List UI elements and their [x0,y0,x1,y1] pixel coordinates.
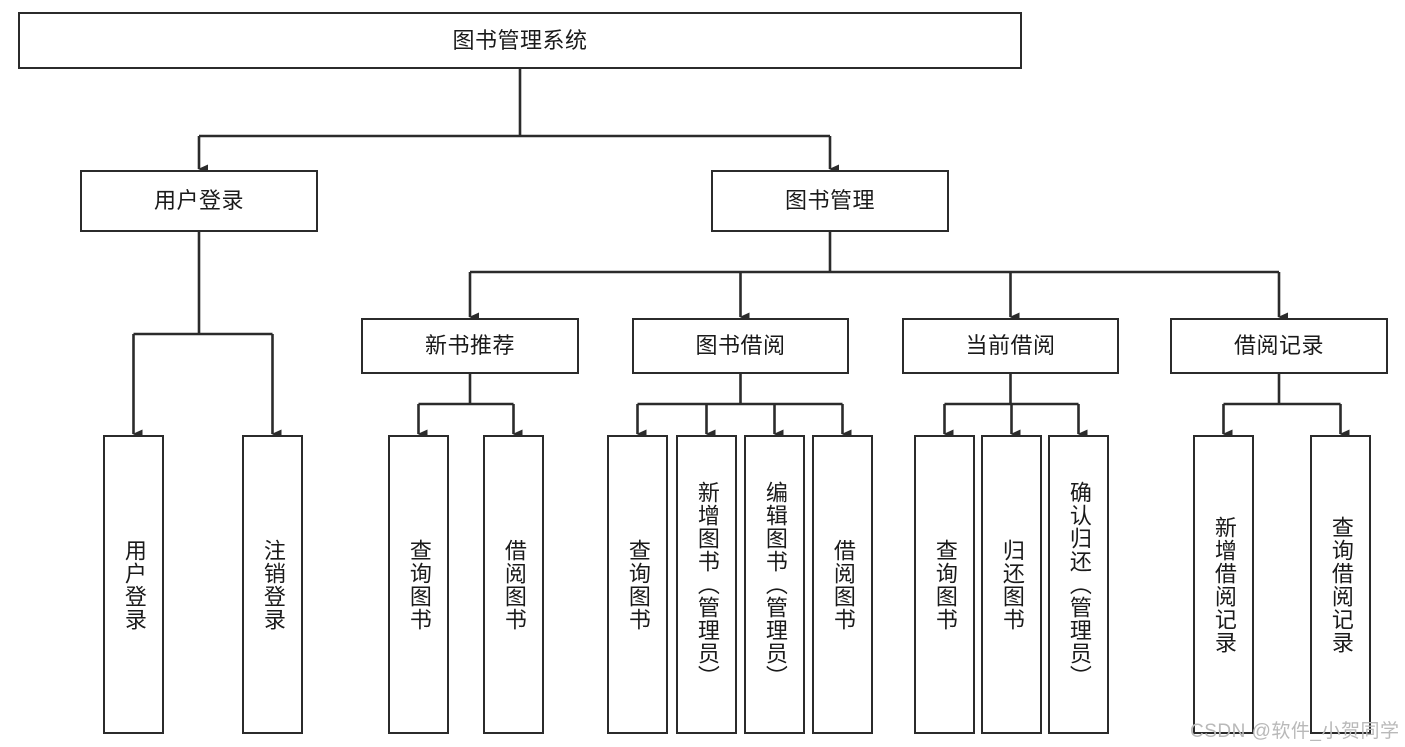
node-bookmgmt[interactable]: 图书管理 [711,170,949,232]
node-label: 归还图书 [999,538,1025,631]
node-label: 新增图书（管理员） [694,481,720,688]
node-label: 查询借阅记录 [1328,515,1354,654]
node-login[interactable]: 用户登录 [80,170,318,232]
node-leaf12[interactable]: 新增借阅记录 [1193,435,1254,734]
node-leaf8[interactable]: 借阅图书 [812,435,873,734]
node-leaf11[interactable]: 确认归还（管理员） [1048,435,1109,734]
node-leaf6[interactable]: 新增图书（管理员） [676,435,737,734]
node-label: 查询图书 [406,538,432,631]
node-label: 查询图书 [932,538,958,631]
node-label: 图书管理 [784,188,875,214]
node-leaf13[interactable]: 查询借阅记录 [1310,435,1371,734]
node-borrow[interactable]: 图书借阅 [632,318,849,374]
node-leaf1[interactable]: 用户登录 [103,435,164,734]
node-leaf9[interactable]: 查询图书 [914,435,975,734]
node-label: 借阅图书 [501,538,527,631]
node-label: 当前借阅 [965,333,1056,359]
node-label: 注销登录 [260,538,286,631]
node-label: 借阅图书 [830,538,856,631]
node-label: 新增借阅记录 [1211,515,1237,654]
node-root[interactable]: 图书管理系统 [18,12,1022,69]
node-leaf7[interactable]: 编辑图书（管理员） [744,435,805,734]
node-label: 图书管理系统 [452,27,588,53]
node-label: 查询图书 [625,538,651,631]
node-leaf10[interactable]: 归还图书 [981,435,1042,734]
node-newrec[interactable]: 新书推荐 [361,318,579,374]
node-records[interactable]: 借阅记录 [1170,318,1388,374]
node-label: 图书借阅 [695,333,786,359]
node-label: 用户登录 [153,188,244,214]
node-label: 用户登录 [121,538,147,631]
node-label: 借阅记录 [1233,333,1324,359]
node-leaf4[interactable]: 借阅图书 [483,435,544,734]
node-label: 编辑图书（管理员） [762,481,788,688]
connector-lines [132,69,1350,439]
node-label: 确认归还（管理员） [1066,481,1092,688]
node-label: 新书推荐 [424,333,515,359]
node-leaf2[interactable]: 注销登录 [242,435,303,734]
watermark: CSDN @软件_小贺同学 [1190,721,1400,742]
node-current[interactable]: 当前借阅 [902,318,1119,374]
node-leaf3[interactable]: 查询图书 [388,435,449,734]
node-leaf5[interactable]: 查询图书 [607,435,668,734]
